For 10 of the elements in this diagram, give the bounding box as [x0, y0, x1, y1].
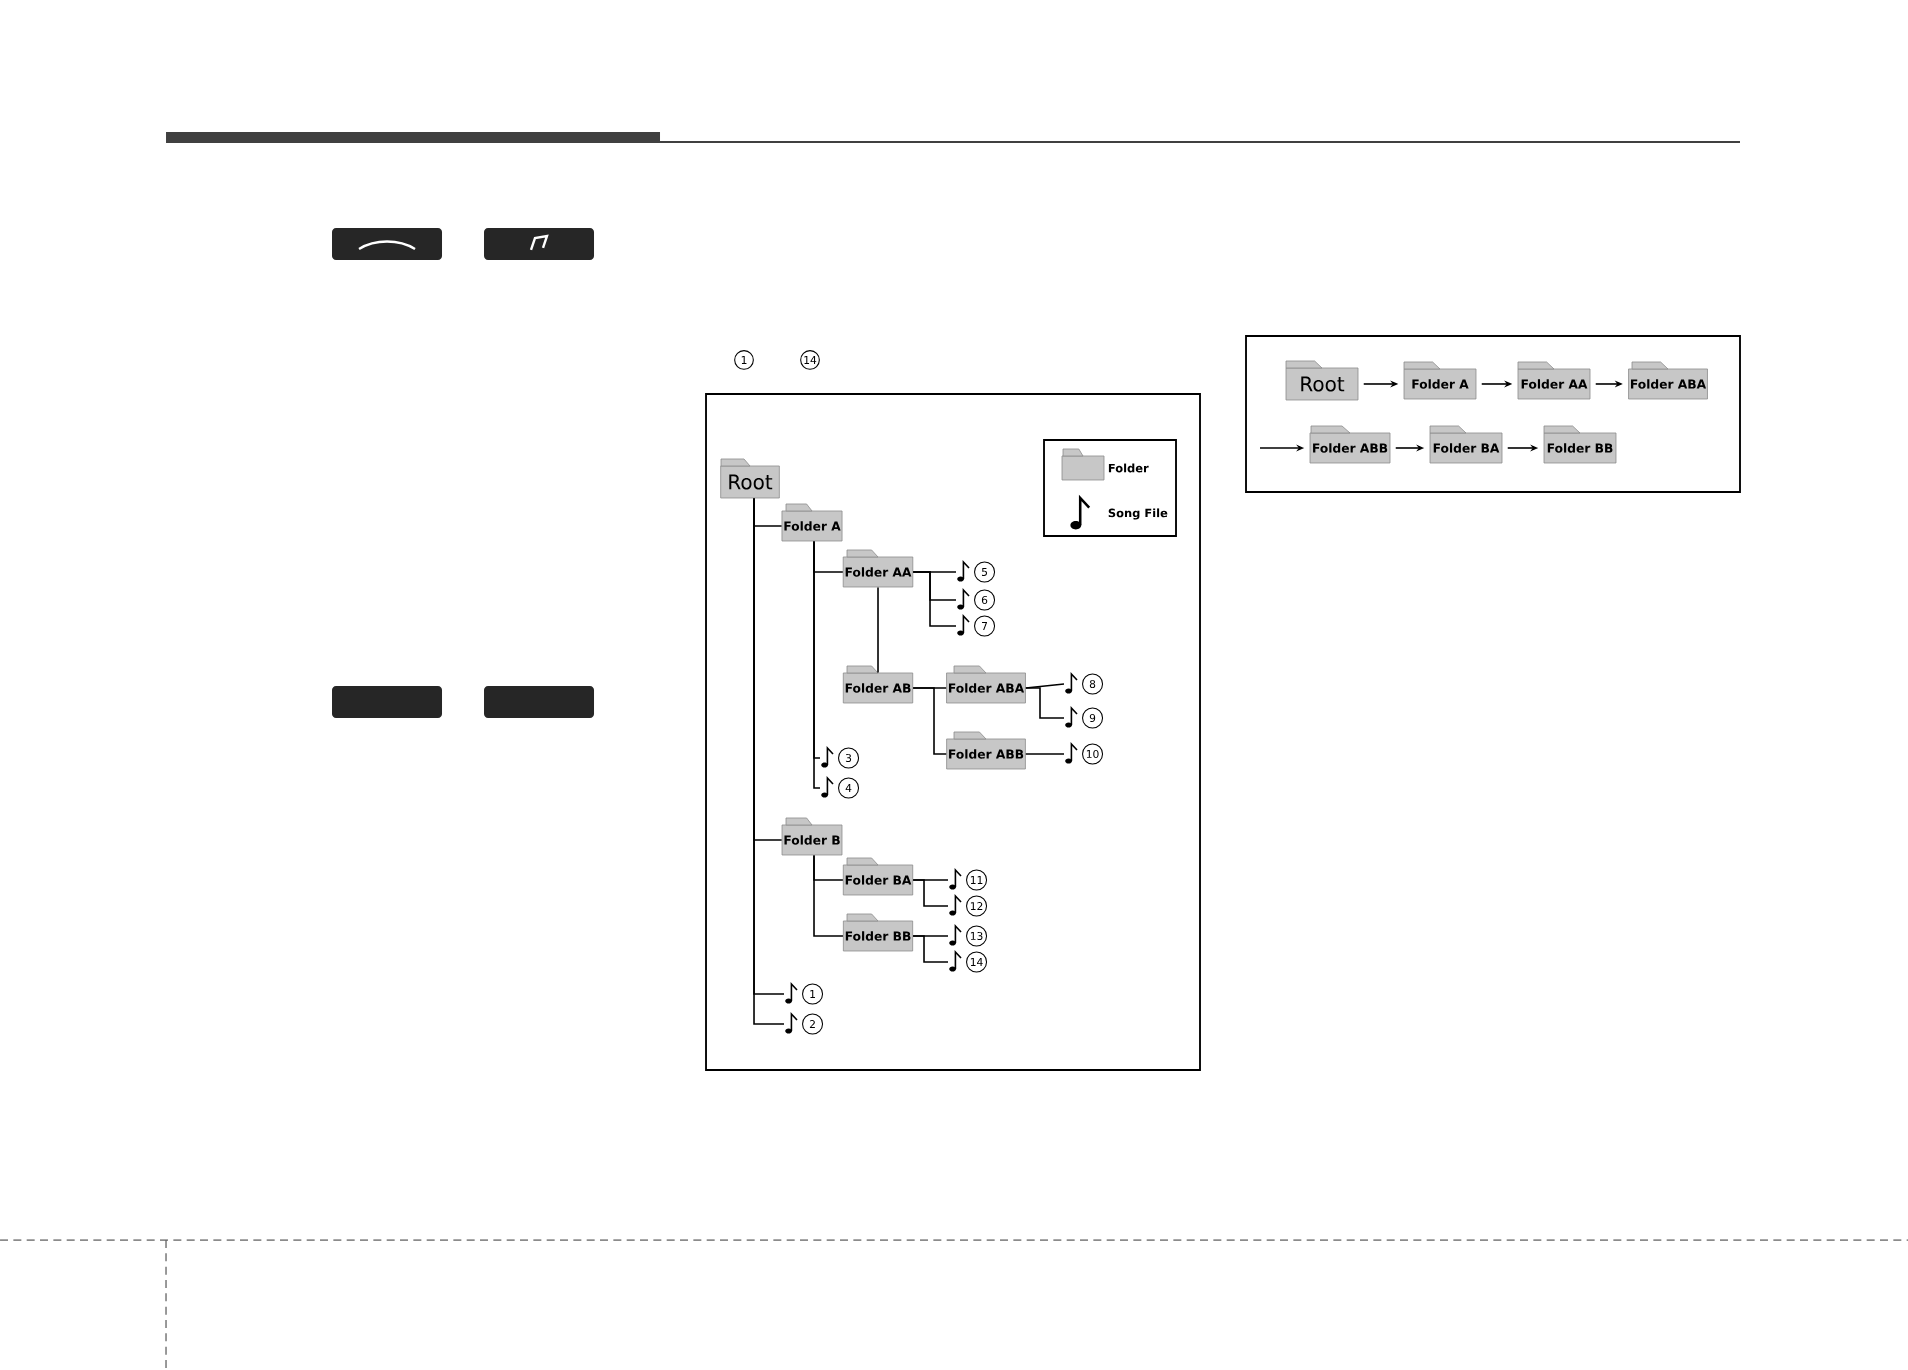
connector-line [1025, 687, 1065, 719]
folder-box: Root [1285, 360, 1359, 401]
connector-line [912, 571, 957, 627]
connector-line [1025, 753, 1065, 755]
folder-box: Root [720, 458, 780, 499]
connector-line [813, 854, 844, 937]
connector-line [912, 687, 947, 755]
connector-line [877, 586, 879, 674]
connector-line [912, 935, 949, 963]
connector-line [912, 879, 949, 907]
